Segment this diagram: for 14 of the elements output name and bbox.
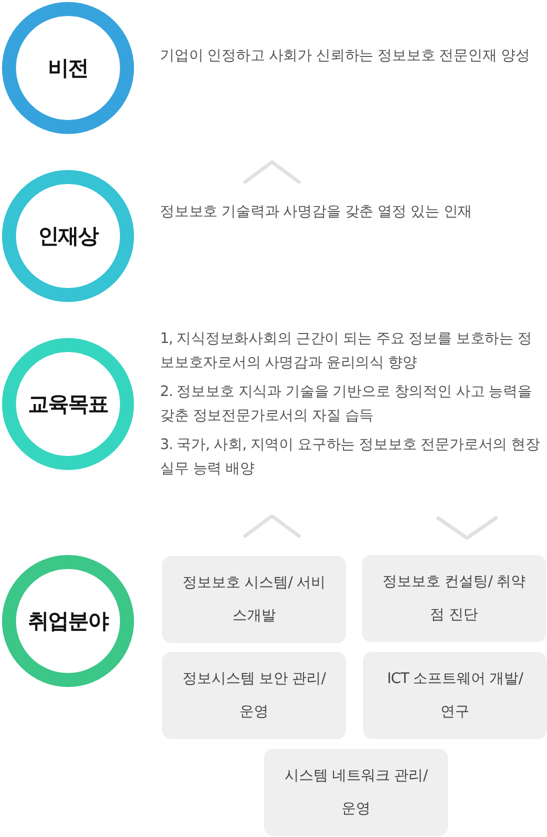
field-card: 정보시스템 보안 관리/운영 bbox=[162, 652, 346, 739]
description-text: 3. 국가, 사회, 지역이 요구하는 정보보호 전문가로서의 현장실무 능력 배양 bbox=[160, 436, 541, 479]
circle-title: 비전 bbox=[48, 55, 88, 82]
description-text: 1, 지식정보화사회의 근간이 되는 주요 정보를 보호하는 정보보호자로서의 사명감과 윤리의식 향양 bbox=[160, 330, 533, 373]
field-card: 시스템 네트워크 관리/운영 bbox=[264, 749, 448, 836]
circle-title: 인재상 bbox=[38, 223, 98, 250]
field-card: 정보보호 컨설팅/ 취약점 진단 bbox=[362, 555, 546, 642]
description-text: 기업이 인정하고 사회가 신뢰하는 정보보호 전문인재 양성 bbox=[160, 47, 531, 66]
description-text: 2. 정보보호 지식과 기술을 기반으로 창의적인 사고 능력을 갖춘 정보전문가로서의 자질 습득 bbox=[160, 383, 533, 426]
circle-title: 교육목표 bbox=[28, 391, 108, 418]
field-card: ICT 소프트웨어 개발/연구 bbox=[363, 652, 547, 739]
description-text: 정보보호 기술력과 사명감을 갖춘 열정 있는 인재 bbox=[160, 203, 474, 222]
circle-title: 취업분야 bbox=[28, 608, 108, 635]
field-card: 정보보호 시스템/ 서비스개발 bbox=[162, 556, 346, 643]
